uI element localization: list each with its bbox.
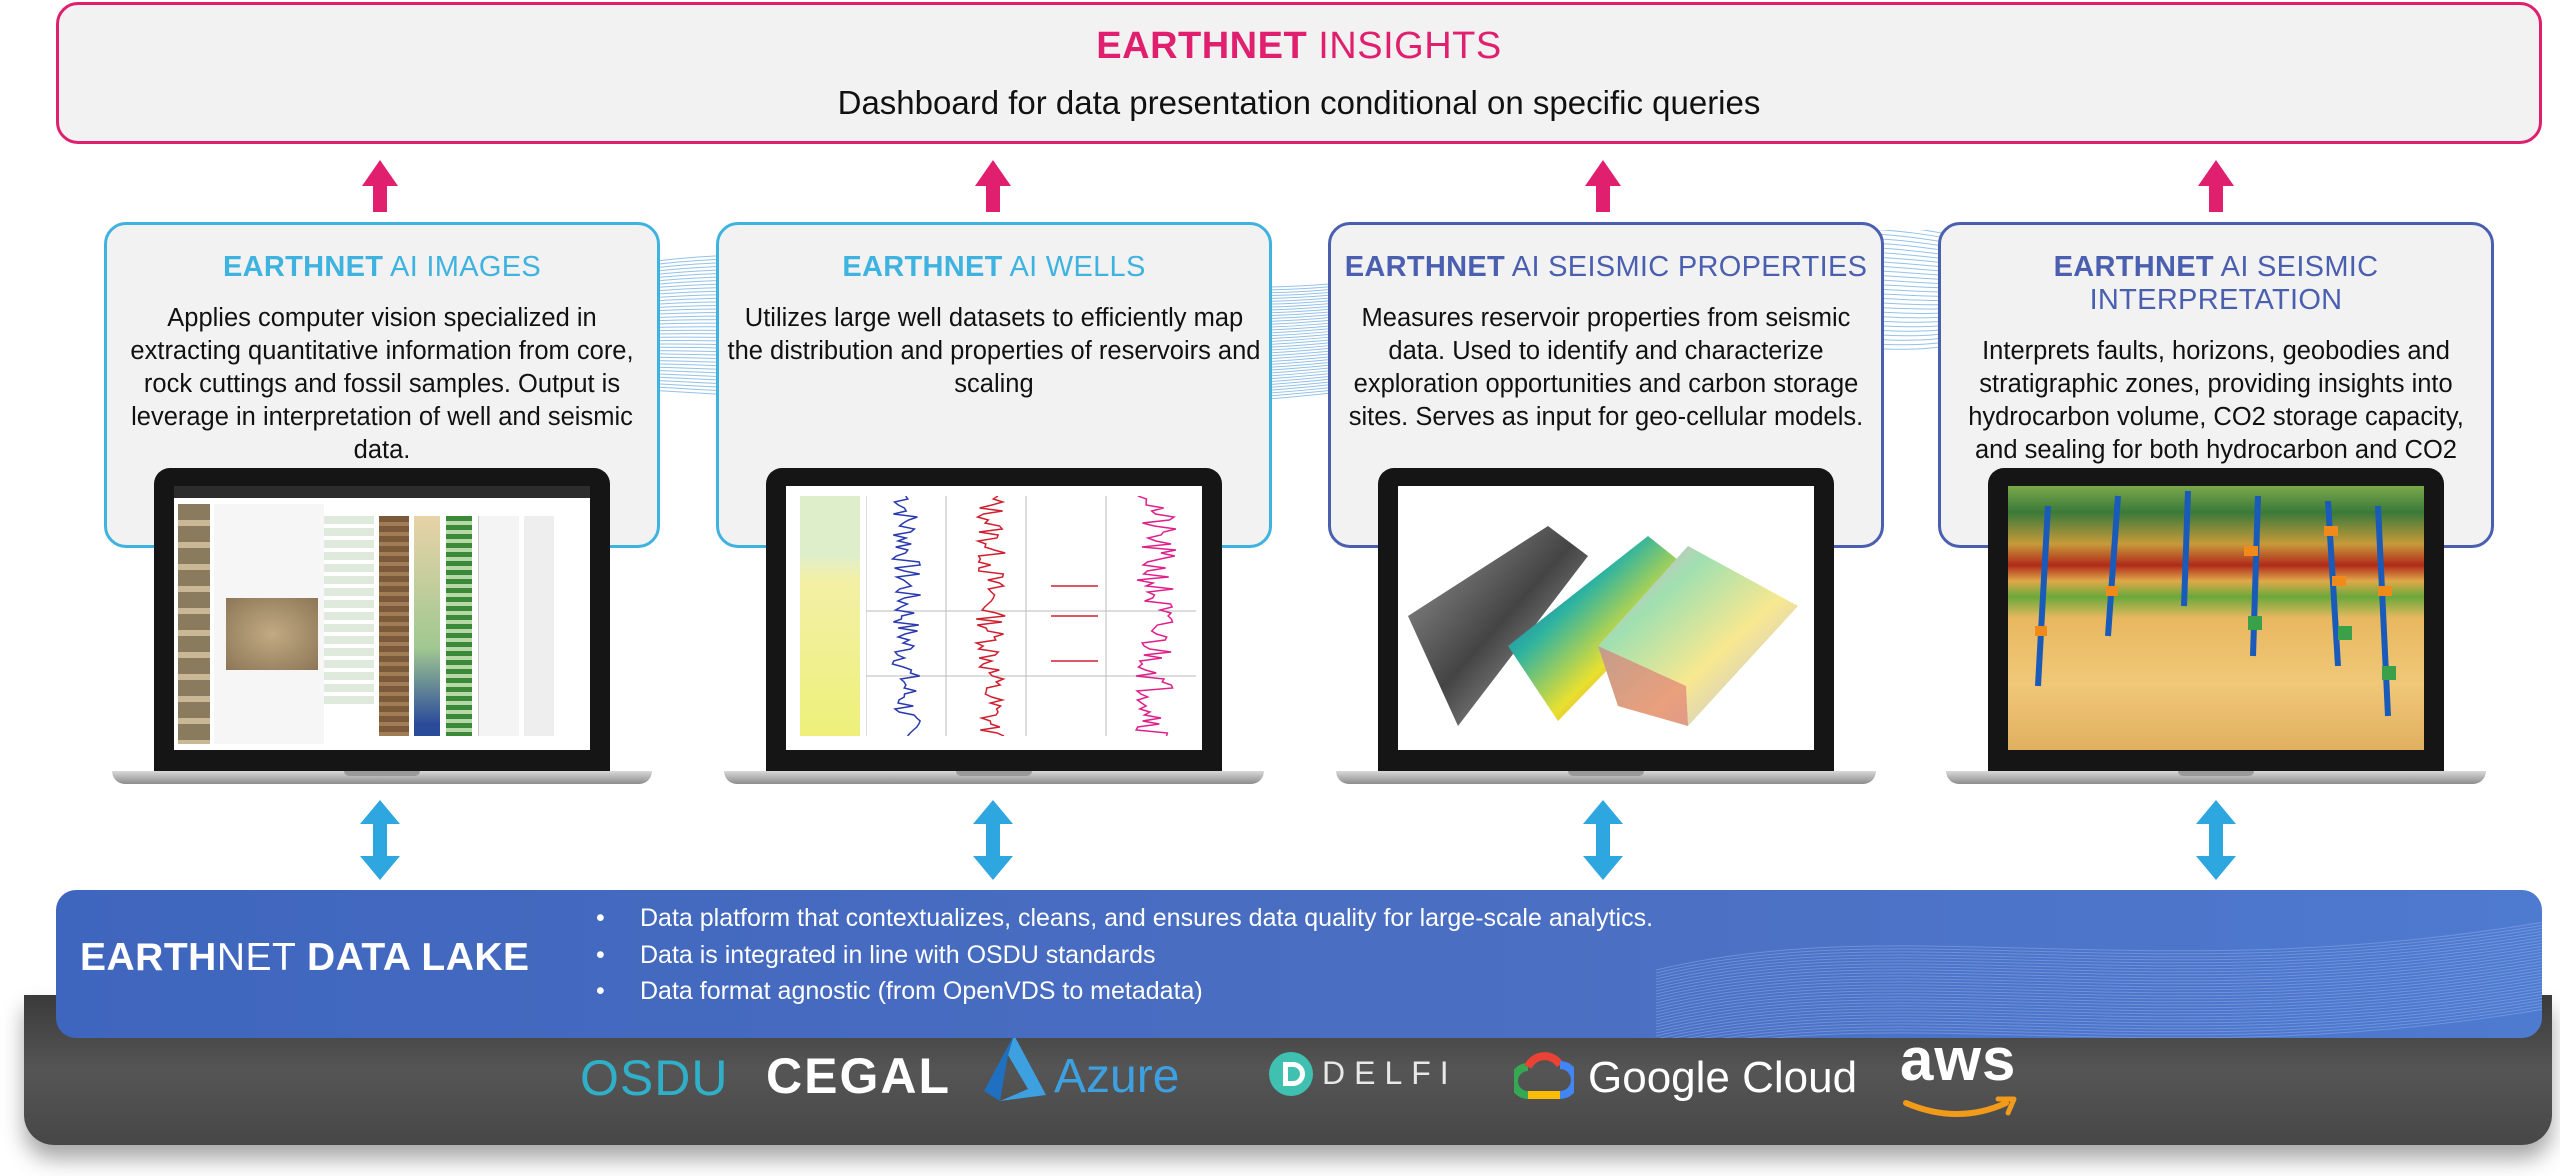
delfi-logo: DELFI (1322, 1055, 1458, 1091)
up-arrow-icon (362, 160, 398, 212)
card-brand: EARTHNET (1344, 251, 1506, 283)
google-cloud-logo: Google Cloud (1588, 1053, 1858, 1102)
laptop-base (724, 771, 1264, 784)
insights-name: INSIGHTS (1318, 25, 1502, 67)
card-name: AI SEISMIC INTERPRETATION (2089, 251, 2379, 316)
azure-icon (984, 1035, 1046, 1101)
laptop-notch (1568, 771, 1644, 776)
card-description: Applies computer vision specialized in e… (130, 304, 634, 464)
laptop-seismic-properties (1336, 468, 1876, 784)
azure-logo: Azure (1054, 1050, 1180, 1103)
well-logs-screenshot (786, 486, 1202, 750)
laptop-notch (2178, 771, 2254, 776)
card-name: AI WELLS (1009, 251, 1146, 283)
up-arrow-icon (2198, 160, 2234, 212)
up-arrow-icon (1585, 160, 1621, 212)
card-description: Measures reservoir properties from seism… (1348, 304, 1864, 431)
laptop-seismic-interpretation (1946, 468, 2486, 784)
double-arrow-icon (360, 800, 400, 880)
data-lake-panel: EARTHNET DATA LAKE Data platform that co… (56, 890, 2542, 1038)
laptop-images (112, 468, 652, 784)
seismic-interpretation-screenshot (2008, 486, 2424, 750)
laptop-base (1946, 771, 2486, 784)
card-name: AI IMAGES (390, 251, 542, 283)
seismic-properties-screenshot (1398, 486, 1814, 750)
double-arrow-icon (973, 800, 1013, 880)
google-cloud-icon (1514, 1052, 1574, 1099)
data-lake-title: EARTHNET DATA LAKE (80, 936, 530, 980)
laptop-lid (1988, 468, 2444, 773)
insights-title: EARTHNET INSIGHTS (59, 25, 2539, 68)
card-name: AI SEISMIC PROPERTIES (1511, 251, 1868, 283)
laptop-notch (956, 771, 1032, 776)
osdu-logo: OSDU (580, 1050, 729, 1106)
card-brand: EARTHNET (222, 251, 384, 283)
bullet-item: Data is integrated in line with OSDU sta… (596, 937, 1653, 974)
delfi-icon (1269, 1052, 1313, 1096)
card-title: EARTHNET AI SEISMIC INTERPRETATION (1941, 251, 2491, 317)
up-arrow-icon (975, 160, 1011, 212)
laptop-base (1336, 771, 1876, 784)
bullet-item: Data platform that contextualizes, clean… (596, 900, 1653, 937)
card-brand: EARTHNET (2053, 251, 2214, 283)
card-title: EARTHNET AI IMAGES (107, 251, 657, 284)
card-description: Interprets faults, horizons, geobodies a… (1968, 337, 2464, 497)
aws-smile-icon (1903, 1096, 2017, 1117)
laptop-lid (154, 468, 610, 773)
lake-wave-decoration (1656, 921, 2542, 1038)
laptop-base (112, 771, 652, 784)
cegal-logo: CEGAL (766, 1048, 951, 1104)
insights-subtitle: Dashboard for data presentation conditio… (837, 84, 1761, 121)
card-title: EARTHNET AI WELLS (719, 251, 1269, 284)
laptop-wells (724, 468, 1264, 784)
lake-brand: EARTH (80, 936, 217, 979)
lake-name: DATA LAKE (306, 936, 530, 979)
double-arrow-icon (2196, 800, 2236, 880)
laptop-notch (344, 771, 420, 776)
card-description: Utilizes large well datasets to efficien… (727, 304, 1261, 398)
lake-net: NET (216, 936, 296, 979)
double-arrow-icon (1583, 800, 1623, 880)
laptop-lid (1378, 468, 1834, 773)
insights-brand: EARTHNET (1096, 25, 1308, 67)
card-brand: EARTHNET (842, 251, 1003, 283)
data-lake-bullets: Data platform that contextualizes, clean… (596, 900, 1653, 1010)
laptop-lid (766, 468, 1222, 773)
core-images-screenshot (174, 486, 590, 750)
insights-banner: EARTHNET INSIGHTS Dashboard for data pre… (56, 2, 2542, 144)
bullet-item: Data format agnostic (from OpenVDS to me… (596, 973, 1653, 1010)
card-title: EARTHNET AI SEISMIC PROPERTIES (1331, 251, 1881, 284)
